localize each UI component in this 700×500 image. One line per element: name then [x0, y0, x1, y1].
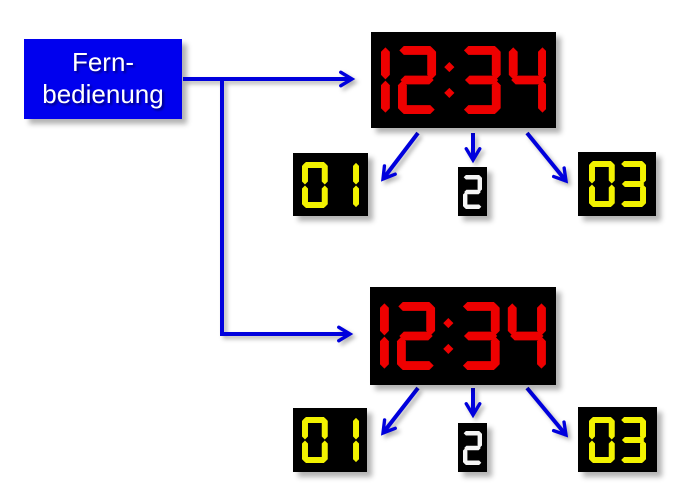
clock-display-top: [371, 32, 556, 128]
clock-display-bottom: [370, 287, 556, 385]
channel-display-2-top: [458, 167, 487, 216]
remote-control-label-line1: Fern-: [71, 47, 135, 78]
channel-display-03-top: [578, 152, 656, 216]
channel-display-2-bottom: [458, 423, 487, 472]
arrow-top-clock-to-display-right: [525, 131, 569, 184]
arrow-bottom-clock-to-display-right: [525, 386, 569, 438]
channel-display-03-bottom: [578, 407, 657, 472]
remote-control-label-line2: bedienung: [42, 79, 164, 109]
remote-control-box: Fern- bedienung: [24, 39, 182, 119]
channel-display-01-bottom: [293, 408, 367, 472]
arrow-top-clock-to-display-left: [381, 131, 420, 182]
channel-display-01-top: [293, 153, 368, 216]
arrow-bottom-clock-to-display-left: [380, 386, 420, 436]
